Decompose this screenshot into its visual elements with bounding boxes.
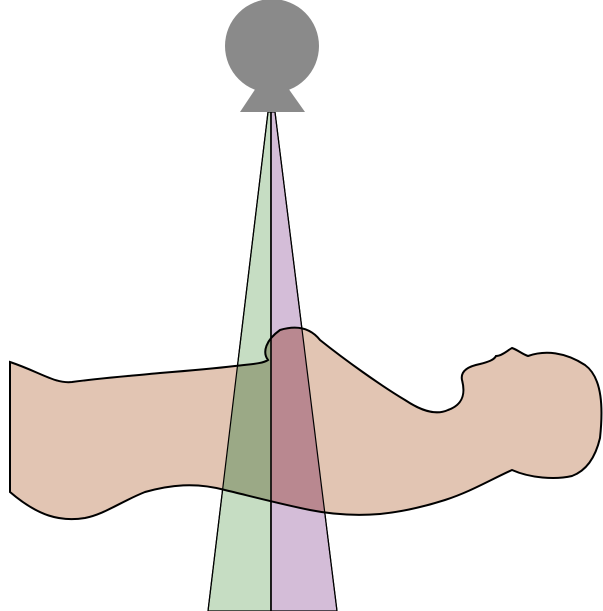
tube-housing	[225, 0, 319, 93]
x-ray-tube	[225, 0, 319, 112]
tube-collimator	[240, 88, 305, 112]
